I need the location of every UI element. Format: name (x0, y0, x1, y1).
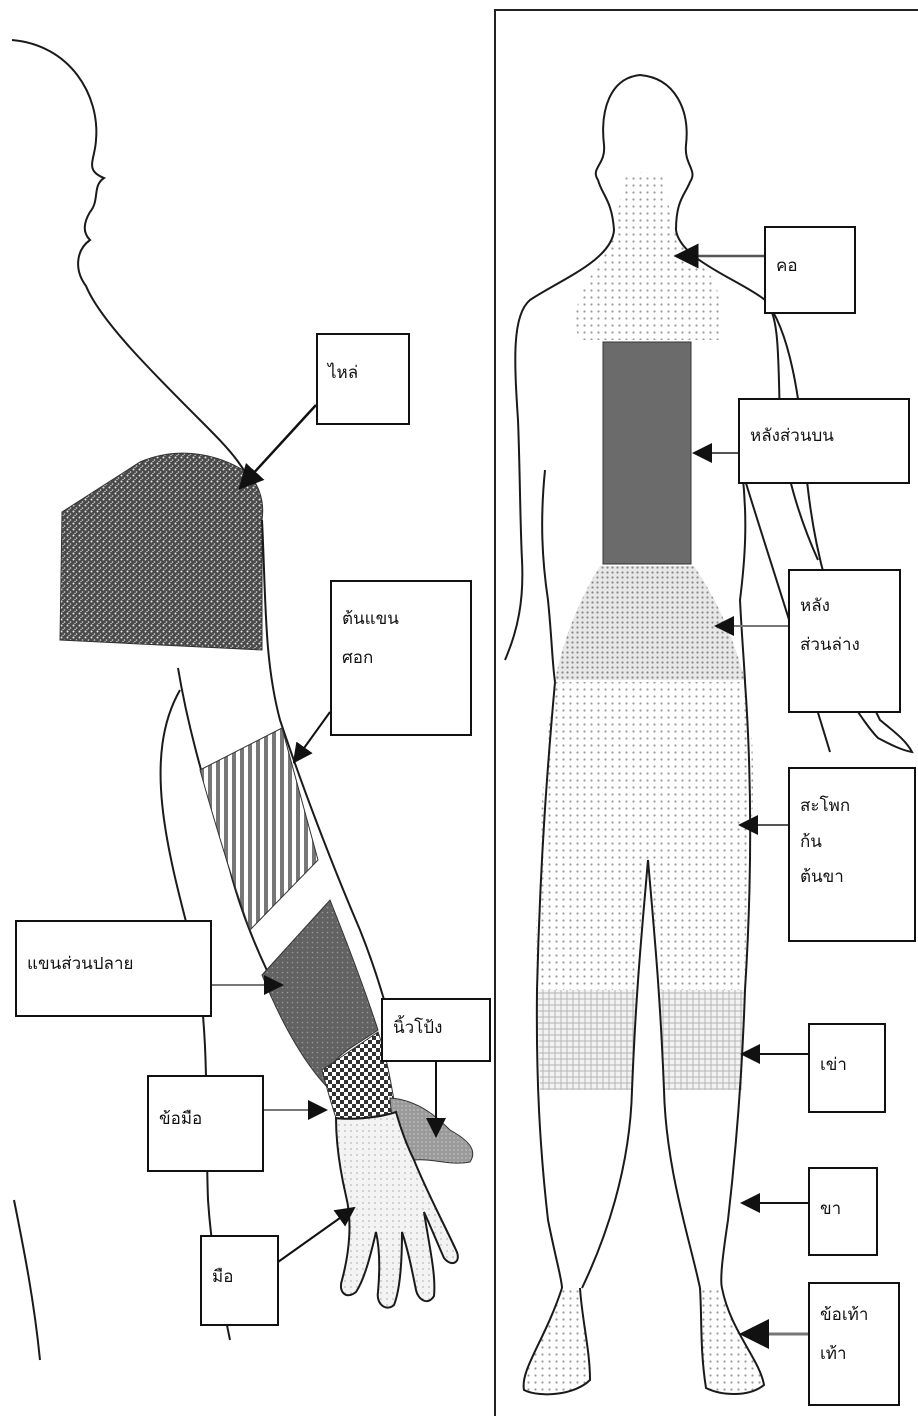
label-leg: ขา (808, 1167, 878, 1256)
upper-back-region (603, 342, 691, 564)
label-hip-line1: สะโพก (800, 789, 904, 825)
shoulder-region (60, 453, 263, 650)
label-lower-back: หลัง ส่วนล่าง (788, 569, 901, 713)
label-shoulder-text: ไหล่ (328, 357, 398, 389)
label-upper-arm-line1: ต้นแขน (342, 600, 460, 639)
label-hip-line3: ต้นขา (800, 860, 904, 896)
knee-region-left (537, 990, 636, 1090)
label-upper-back: หลังส่วนบน (738, 398, 910, 484)
label-lower-back-line2: ส่วนล่าง (800, 626, 889, 665)
label-wrist-text: ข้อมือ (159, 1103, 252, 1135)
label-ankle-foot-line1: ข้อเท้า (820, 1296, 888, 1335)
lower-back-region (555, 566, 745, 680)
label-upper-back-text: หลังส่วนบน (750, 420, 898, 452)
label-wrist: ข้อมือ (147, 1075, 264, 1172)
label-knee-text: เข่า (820, 1049, 874, 1081)
label-lower-back-line1: หลัง (800, 587, 889, 626)
label-thumb: นิ้วโป้ง (381, 998, 491, 1062)
hip-thigh-region (536, 682, 753, 990)
label-forearm: แขนส่วนปลาย (15, 920, 212, 1017)
head-outline (12, 40, 262, 510)
arrow-upper-arm (294, 712, 330, 762)
label-ankle-foot: ข้อเท้า เท้า (808, 1282, 900, 1406)
label-ankle-foot-line2: เท้า (820, 1335, 888, 1374)
label-shoulder: ไหล่ (316, 333, 410, 425)
label-thumb-text: นิ้วโป้ง (393, 1012, 479, 1044)
knee-region-right (660, 990, 745, 1090)
label-hand: มือ (200, 1235, 279, 1326)
arrow-shoulder (240, 405, 316, 488)
label-neck-text: คอ (776, 250, 844, 282)
label-knee: เข่า (808, 1023, 886, 1113)
label-upper-arm: ต้นแขน ศอก (330, 580, 472, 736)
label-hand-text: มือ (212, 1261, 267, 1293)
upper-arm-region (200, 728, 318, 930)
back-outline (14, 1200, 40, 1360)
label-upper-arm-line2: ศอก (342, 639, 460, 678)
label-forearm-text: แขนส่วนปลาย (27, 948, 200, 980)
label-leg-text: ขา (820, 1193, 866, 1225)
arrow-hand (278, 1208, 354, 1262)
label-hip: สะโพก ก้น ต้นขา (788, 767, 916, 942)
label-hip-line2: ก้น (800, 825, 904, 861)
label-neck: คอ (764, 226, 856, 314)
ankle-region-right (700, 1288, 764, 1394)
